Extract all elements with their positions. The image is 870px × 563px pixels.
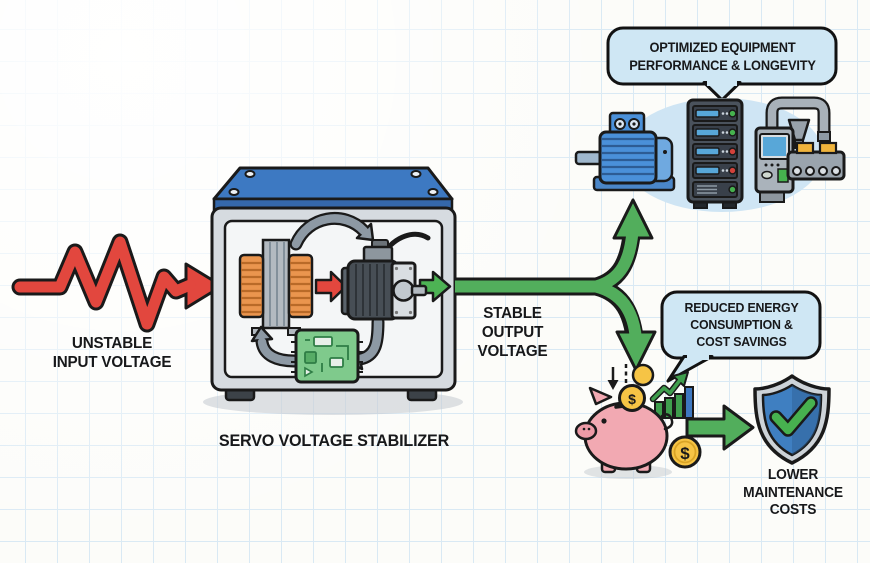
piggy-snout	[574, 421, 598, 441]
gold-coin-icon	[618, 384, 646, 412]
factory-machine-icon	[754, 96, 846, 203]
conveyor-belt	[786, 150, 846, 181]
electric-motor-icon	[574, 111, 676, 192]
shield-checkmark-icon	[753, 374, 831, 465]
product-box	[795, 141, 815, 155]
product-box	[818, 141, 838, 155]
servo-motor-icon	[340, 231, 431, 321]
down-arrow-icon	[607, 380, 619, 390]
stable-output-label: STABLE OUTPUT VOLTAGE	[477, 305, 548, 360]
diode-symbol	[304, 366, 314, 378]
screw-icon	[228, 188, 240, 196]
green-right-arrow-icon	[685, 404, 755, 451]
reduced-callout-bubble	[660, 290, 822, 383]
screw-icon	[410, 170, 422, 178]
rising-bar-chart-icon	[649, 371, 694, 419]
screw-icon	[244, 170, 256, 178]
piggy-tail	[660, 413, 674, 431]
coin-dollar-symbol: $	[680, 444, 690, 463]
coin-dollar-symbol: $	[628, 391, 636, 407]
stabilizer-label: SERVO VOLTAGE STABILIZER	[218, 431, 450, 450]
piggy-body	[583, 401, 669, 471]
piggy-bank-icon: $	[574, 384, 674, 479]
savings-group: $ $	[574, 363, 702, 479]
red-zigzag-arrow-icon	[11, 233, 224, 333]
green-fork-arrow-icon	[455, 198, 657, 372]
reduced-energy-label: REDUCED ENERGY CONSUMPTION & COST SAVING…	[684, 300, 799, 350]
gold-coin-icon	[631, 363, 655, 387]
checkmark	[771, 398, 816, 435]
transformer-coil-icon	[238, 238, 314, 336]
screw-icon	[427, 188, 439, 196]
optimized-callout-bubble	[606, 26, 838, 102]
optimized-equipment-label: OPTIMIZED EQUIPMENT PERFORMANCE & LONGEV…	[629, 40, 816, 73]
server-rack-icon	[686, 98, 744, 209]
lower-maintenance-label: LOWER MAINTENANCE COSTS	[743, 467, 843, 519]
piggy-eye	[601, 418, 607, 424]
piggy-ear	[588, 386, 613, 406]
unstable-input-label: UNSTABLE INPUT VOLTAGE	[52, 335, 172, 371]
red-step-arrow-icon	[314, 270, 348, 303]
circuit-board-icon	[291, 328, 363, 384]
box-shadow	[203, 389, 463, 415]
